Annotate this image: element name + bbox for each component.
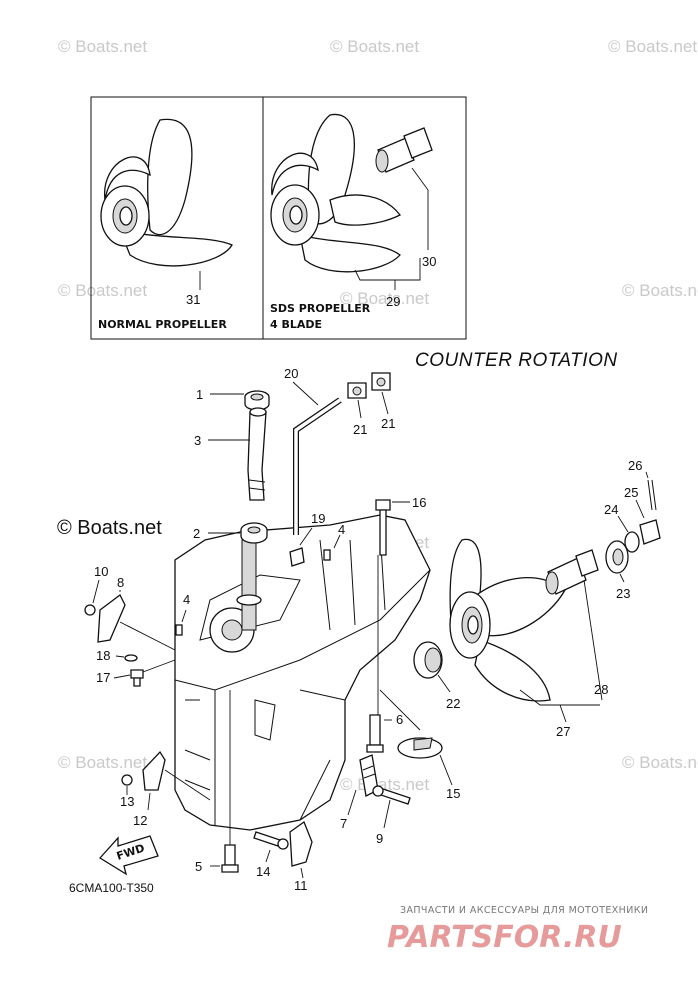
- part-number-5: 5: [195, 859, 202, 874]
- washer-23: [605, 540, 629, 574]
- part-number-13: 13: [120, 794, 134, 809]
- part-number-16: 16: [412, 495, 426, 510]
- part-number-7: 7: [340, 816, 347, 831]
- cotter-pin-26: [647, 479, 657, 511]
- dowel-pin-4b: [175, 624, 183, 636]
- normal-propeller-label: NORMAL PROPELLER: [98, 318, 227, 331]
- part-number-17: 17: [96, 670, 110, 685]
- part-number-20: 20: [284, 366, 298, 381]
- trim-tab-12: [142, 750, 166, 791]
- watermark: © Boats.net: [340, 775, 429, 794]
- part-number-9: 9: [376, 831, 383, 846]
- washer-24: [624, 531, 640, 553]
- part-number-26: 26: [628, 458, 642, 473]
- part-number-18: 18: [96, 648, 110, 663]
- grommet-21-b: [371, 372, 391, 391]
- part-number-31: 31: [186, 292, 200, 307]
- watermark: © Boats.net: [58, 753, 147, 772]
- water-tube-3: [247, 407, 267, 501]
- part-number-27: 27: [556, 724, 570, 739]
- fwd-arrow: FWD: [98, 835, 159, 876]
- part-number-21a: 21: [353, 422, 367, 437]
- part-number-10: 10: [94, 564, 108, 579]
- seal-2: [240, 522, 268, 544]
- grommet-1: [244, 390, 270, 411]
- footer-tagline: ЗАПЧАСТИ И АКСЕССУАРЫ ДЛЯ МОТОТЕХНИКИ: [400, 905, 648, 916]
- watermark: © Boats.net: [58, 281, 147, 300]
- bolt-5: [221, 844, 239, 873]
- grommet-21-a: [347, 382, 367, 399]
- part-number-19: 19: [311, 511, 325, 526]
- watermark: © Boats.net: [608, 37, 697, 56]
- part-number-1: 1: [196, 387, 203, 402]
- screw-14: [253, 831, 289, 850]
- part-number-22: 22: [446, 696, 460, 711]
- watermark: © Boats.net: [340, 289, 429, 308]
- part-number-23: 23: [616, 586, 630, 601]
- lower-unit-housing: [174, 514, 431, 831]
- diagram-title: COUNTER ROTATION: [415, 350, 618, 371]
- part-number-24: 24: [604, 502, 618, 517]
- part-number-8: 8: [117, 575, 124, 590]
- screw-10: [84, 604, 96, 616]
- thrust-washer-22: [413, 641, 443, 679]
- anode-bracket-8: [97, 594, 126, 643]
- watermark: © Boats.net: [622, 281, 698, 300]
- part-number-4a: 4: [338, 522, 345, 537]
- part-number-28: 28: [594, 682, 608, 697]
- part-number-30: 30: [422, 254, 436, 269]
- sds-propeller-label-line2: 4 BLADE: [270, 318, 322, 331]
- sds-propeller-label-line1: SDS PROPELLER: [270, 302, 371, 315]
- part-number-25: 25: [624, 485, 638, 500]
- bolt-9: [372, 785, 411, 805]
- part-number-3: 3: [194, 433, 201, 448]
- bolt-16: [375, 499, 391, 556]
- dowel-pin-4a: [323, 549, 331, 561]
- part-number-21b: 21: [381, 416, 395, 431]
- propeller-27: [449, 538, 566, 702]
- part-number-12: 12: [133, 813, 147, 828]
- spacer-23: [545, 549, 599, 595]
- spline-washer-30: [375, 127, 433, 173]
- part-number-29: 29: [386, 294, 400, 309]
- sds-propeller-box: [262, 96, 467, 340]
- cover-11: [289, 820, 313, 867]
- watermark: © Boats.net: [330, 37, 419, 56]
- sds-propeller: [270, 113, 401, 273]
- watermark-large: © Boats.net: [57, 517, 162, 539]
- figure-code: 6CMA100-T350: [69, 881, 154, 895]
- plug-17: [130, 669, 144, 687]
- part-number-11: 11: [294, 878, 308, 893]
- footer-brand: PARTSFOR.RU: [387, 920, 622, 955]
- part-number-2: 2: [193, 526, 200, 541]
- watermark: © Boats.net: [58, 37, 147, 56]
- bolt-13: [121, 774, 133, 786]
- part-number-15: 15: [446, 786, 460, 801]
- part-number-4b: 4: [183, 592, 190, 607]
- nut-25: [639, 519, 661, 545]
- part-number-14: 14: [256, 864, 270, 879]
- grommet-19: [289, 547, 305, 567]
- gasket-18: [124, 654, 138, 662]
- watermark: © Boats.net: [622, 753, 698, 772]
- part-number-6: 6: [396, 712, 403, 727]
- cap-15: [397, 737, 443, 759]
- normal-propeller: [100, 118, 233, 267]
- bolt-6: [366, 714, 384, 753]
